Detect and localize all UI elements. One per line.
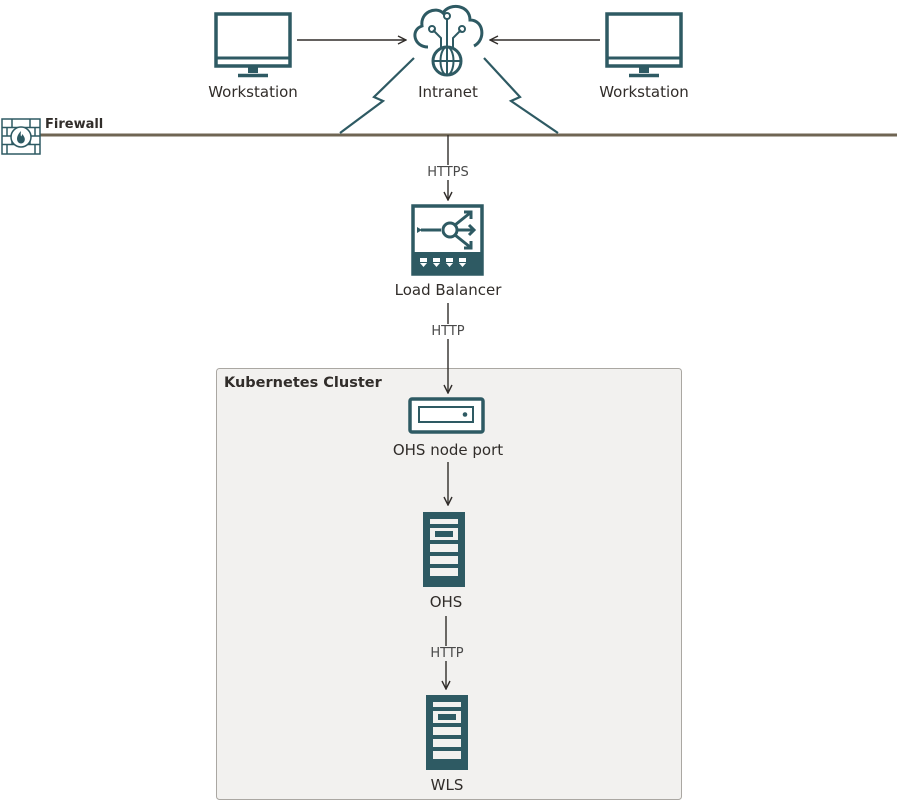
server-icon: [426, 695, 468, 770]
protocol-label-http-lb: HTTP: [429, 324, 467, 339]
ohs-label: OHS: [429, 593, 463, 611]
server-icon: [423, 512, 465, 587]
firewall-icon: [1, 118, 41, 155]
workstation-left-label: Workstation: [208, 83, 298, 101]
protocol-label-http-wls: HTTP: [428, 646, 466, 661]
protocol-label-https: HTTPS: [425, 165, 471, 180]
load-balancer-label: Load Balancer: [394, 281, 502, 299]
wls-label: WLS: [430, 776, 464, 794]
firewall-label: Firewall: [45, 117, 104, 132]
wireless-link-right: [483, 57, 559, 134]
workstation-right-label: Workstation: [599, 83, 689, 101]
wireless-link-left: [339, 57, 415, 134]
cloud-network-icon: [413, 4, 484, 77]
intranet-label: Intranet: [418, 83, 478, 101]
load-balancer-icon: [411, 204, 484, 276]
monitor-icon: [605, 12, 683, 78]
node-port-icon: [408, 397, 485, 434]
monitor-icon: [214, 12, 292, 78]
kubernetes-cluster-title: Kubernetes Cluster: [224, 375, 382, 391]
ohs-node-port-label: OHS node port: [392, 441, 504, 459]
